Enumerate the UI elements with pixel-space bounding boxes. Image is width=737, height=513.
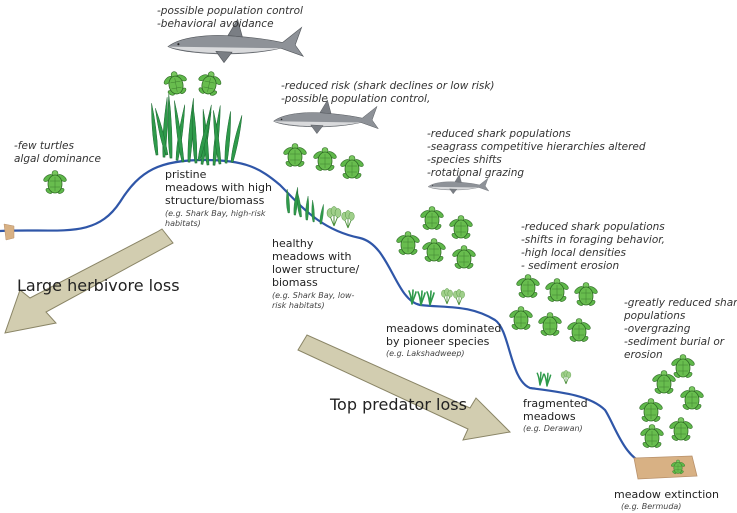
decline-curve <box>0 158 691 467</box>
notes-fragmented: -reduced shark populations -shifts in fo… <box>521 221 665 272</box>
notes-pristine: -possible population control -behavioral… <box>157 5 303 30</box>
sediment-left <box>3 223 15 241</box>
example-healthy: (e.g. Shark Bay, low- risk habitats) <box>272 291 355 310</box>
label-healthy: healthy meadows with lower structure/ bi… <box>272 237 360 289</box>
fragmented-seagrass <box>536 370 572 387</box>
herbivore-loss-label: Large herbivore loss <box>17 276 180 295</box>
example-fragmented: (e.g. Derawan) <box>523 424 583 433</box>
example-extinction: (e.g. Bermuda) <box>621 502 682 511</box>
pristine-seagrass <box>149 93 244 166</box>
healthy-seagrass <box>285 186 355 229</box>
notes-healthy: -reduced risk (shark declines or low ris… <box>281 80 495 105</box>
herbivore-loss-arrow <box>4 228 174 334</box>
notes-pioneer: -reduced shark populations -seagrass com… <box>427 128 646 179</box>
label-fragmented: fragmented meadows <box>523 397 588 423</box>
example-pristine: (e.g. Shark Bay, high-risk habitats) <box>165 209 266 228</box>
sediment-block <box>633 455 698 480</box>
label-pristine: pristine meadows with high structure/bio… <box>165 168 272 207</box>
notes-extinction: -greatly reduced shark populations -over… <box>624 297 737 361</box>
notes-algal: -few turtles algal dominance <box>14 140 101 165</box>
predator-loss-arrow <box>297 334 512 441</box>
predator-loss-label: Top predator loss <box>330 395 467 414</box>
example-pioneer: (e.g. Lakshadweep) <box>386 349 465 358</box>
pioneer-seagrass <box>408 287 466 306</box>
label-pioneer: meadows dominated by pioneer species <box>386 322 502 348</box>
label-extinction: meadow extinction <box>614 488 719 501</box>
